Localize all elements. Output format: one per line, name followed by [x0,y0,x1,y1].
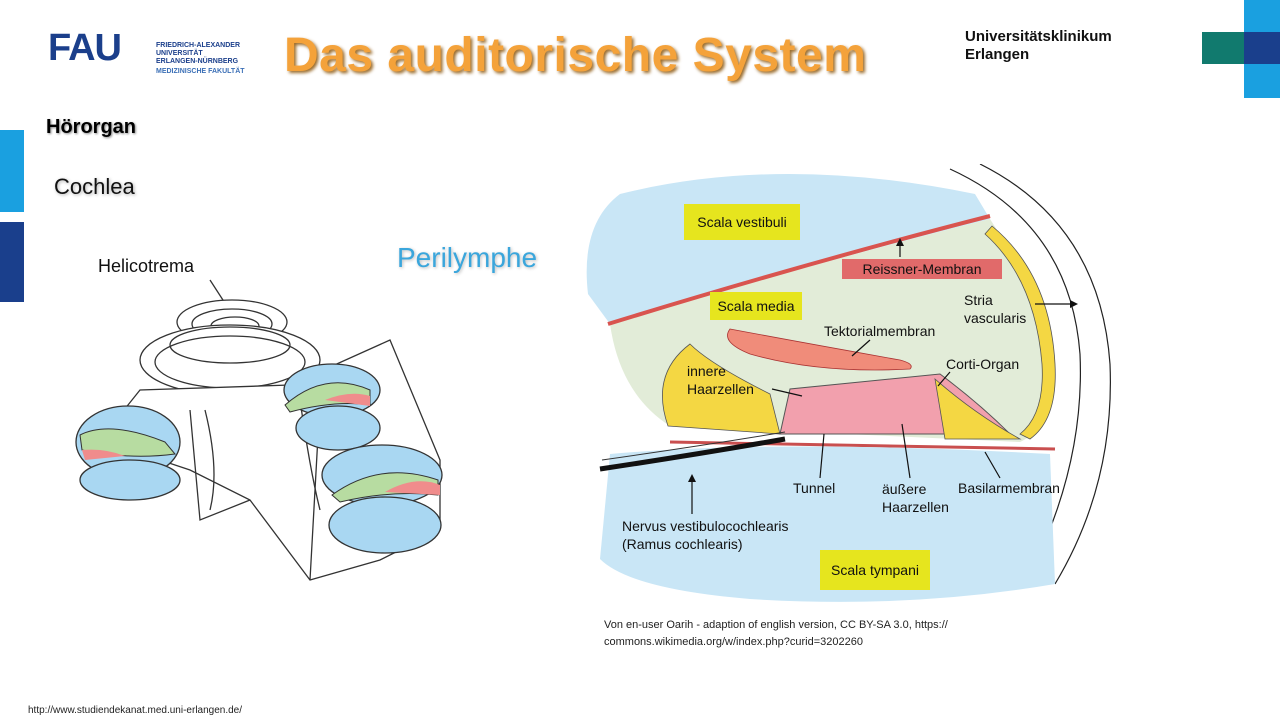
scala-tympani-region [600,446,1055,602]
label-tunnel: Tunnel [793,480,835,496]
cochlea-illustration [75,279,443,581]
scala-media-box [710,292,802,320]
credit-line: Von en-user Oarih - adaption of english … [604,619,948,631]
fau-logo-university: FRIEDRICH-ALEXANDER UNIVERSITÄT ERLANGEN… [156,42,271,66]
outer-wall-line [979,164,1111,585]
cochlear-nerve [599,436,786,472]
fau-logo-faculty: MEDIZINISCHE FAKULTÄT [156,68,245,75]
institution-line: Universitätsklinikum [965,28,1112,45]
label-innere-1: innere [687,363,726,379]
label-innere-2: Haarzellen [687,381,754,397]
corner-bar-bottom [1244,64,1280,98]
label-stria-1: Stria [964,292,993,308]
section-heading: Hörorgan [46,116,136,138]
corner-bar-top [1244,0,1280,32]
outer-support-cells [934,377,1022,440]
fau-logo-letters: FAU [48,27,122,69]
label-scala-vestibuli: Scala vestibuli [697,214,787,230]
limbus-cells [662,343,781,435]
label-scala-media: Scala media [717,298,794,314]
label-aeussere-2: Haarzellen [882,499,949,515]
footer-url[interactable]: http://www.studiendekanat.med.uni-erlang… [28,705,243,716]
label-scala-tympani: Scala tympani [831,562,919,578]
right-upper-cross-sections [283,363,381,451]
slide-title: Das auditorische System [284,29,867,82]
side-bar-dark [0,222,24,302]
credit-line: commons.wikimedia.org/w/index.php?curid=… [604,636,863,648]
corti-organ-diagram: Scala vestibuli Reissner-Membran Scala m… [586,164,1111,602]
fau-logo-line: FRIEDRICH-ALEXANDER [156,42,240,49]
right-lower-cross-sections [321,444,443,554]
label-nervus-2: (Ramus cochlearis) [622,536,743,552]
corner-bar-teal [1202,32,1244,64]
label-basilarmembran: Basilarmembran [958,480,1060,496]
label-corti-organ: Corti-Organ [946,356,1019,372]
scala-tympani-box [820,550,930,590]
institution-name: Universitätsklinikum Erlangen [965,28,1112,64]
basilar-membrane-line [669,440,1056,451]
image-credit: Von en-user Oarih - adaption of english … [604,617,948,651]
helicotrema-label: Helicotrema [98,256,195,276]
reissner-box [842,259,1002,279]
scala-vestibuli-box [684,204,800,240]
nerve-outline [601,431,786,461]
label-nervus-1: Nervus vestibulocochlearis [622,518,789,534]
stria-vascularis-region [984,225,1056,440]
tectorial-membrane [727,328,912,371]
left-cross-sections [75,405,181,501]
reissner-membrane-line [607,214,991,326]
label-aeussere-1: äußere [882,481,927,497]
section-subheading: Cochlea [54,174,135,199]
label-tektorialmembran: Tektorialmembran [824,323,935,339]
fau-logo: FAU FRIEDRICH-ALEXANDER UNIVERSITÄT ERLA… [48,27,271,80]
corner-bar-navy [1244,32,1280,64]
label-stria-2: vascularis [964,310,1026,326]
highlight-term: Perilymphe [397,242,538,273]
inner-wall-line [949,168,1081,575]
label-reissner-membran: Reissner-Membran [862,261,981,277]
fau-logo-line: ERLANGEN-NÜRNBERG [156,58,239,65]
institution-line: Erlangen [965,46,1030,63]
side-bar-light [0,130,24,212]
fau-logo-line: UNIVERSITÄT [156,50,203,57]
